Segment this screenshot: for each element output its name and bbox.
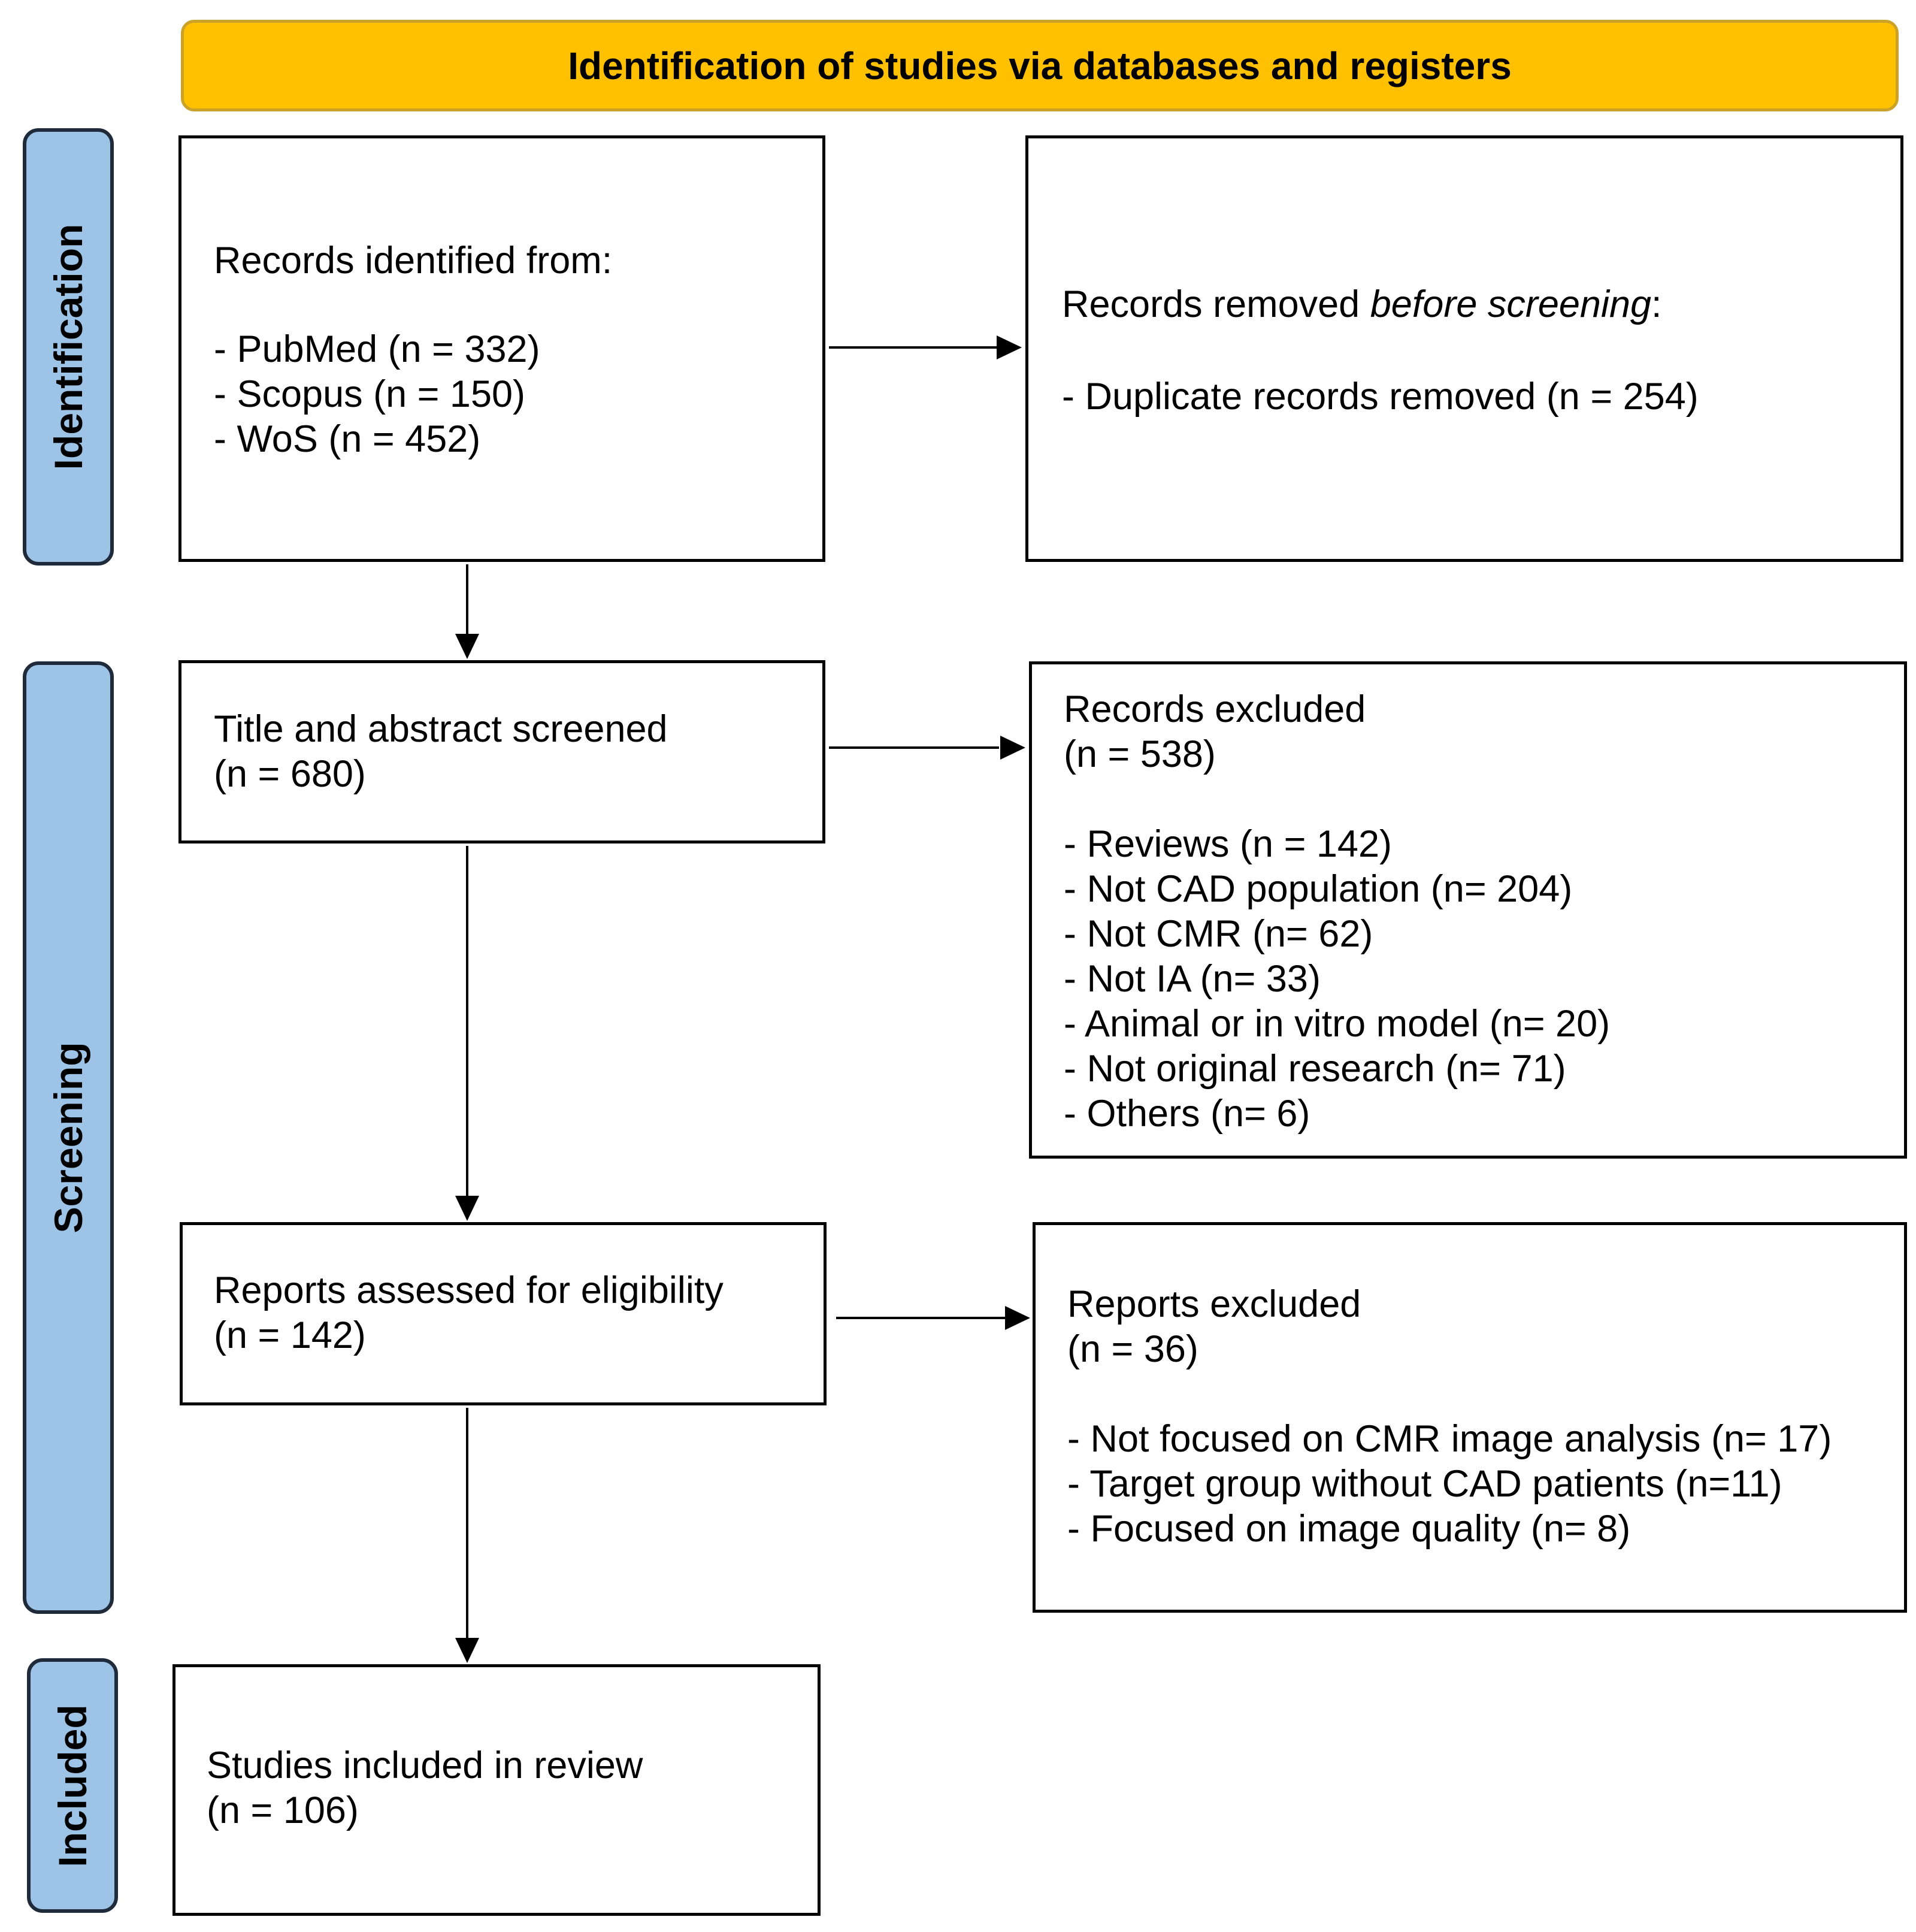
included-label: Studies included in review	[207, 1744, 643, 1786]
phase-identification: Identification	[23, 128, 114, 566]
screened-count: (n = 680)	[214, 753, 366, 795]
records-identified-box	[178, 135, 825, 562]
records-identified-item: - PubMed (n = 332)	[214, 328, 540, 370]
records-excluded-item: - Animal or in vitro model (n= 20)	[1064, 1003, 1611, 1045]
reports-excluded-count: (n = 36)	[1067, 1328, 1198, 1370]
arrowhead-down	[455, 1638, 479, 1663]
records-excluded-item: - Others (n= 6)	[1064, 1093, 1310, 1135]
phase-included: Included	[27, 1658, 118, 1913]
included-box	[172, 1664, 821, 1916]
records-excluded-item: - Not CAD population (n= 204)	[1064, 868, 1573, 910]
records-excluded-item: - Not IA (n= 33)	[1064, 958, 1321, 1000]
screened-box	[178, 660, 825, 843]
records-identified-heading: Records identified from:	[214, 240, 613, 282]
records-excluded-label: Records excluded	[1064, 688, 1366, 730]
header-title: Identification of studies via databases …	[568, 44, 1512, 87]
eligibility-box	[180, 1222, 827, 1405]
arrowhead-right	[1005, 1306, 1030, 1330]
arrowhead-down	[455, 634, 479, 659]
records-identified-item: - WoS (n = 452)	[214, 418, 481, 460]
records-removed-heading-italic: before screening	[1370, 283, 1652, 325]
arrowhead-right	[1000, 736, 1025, 760]
reports-excluded-label: Reports excluded	[1067, 1283, 1361, 1325]
records-removed-box	[1025, 135, 1903, 562]
records-removed-heading-prefix: Records removed	[1062, 283, 1370, 325]
eligibility-label: Reports assessed for eligibility	[214, 1269, 724, 1311]
reports-excluded-item: - Not focused on CMR image analysis (n= …	[1067, 1418, 1832, 1460]
screened-label: Title and abstract screened	[214, 708, 668, 750]
eligibility-count: (n = 142)	[214, 1314, 366, 1356]
records-excluded-item: - Reviews (n = 142)	[1064, 823, 1392, 865]
phase-screening: Screening	[23, 661, 114, 1614]
records-excluded-item: - Not original research (n= 71)	[1064, 1048, 1566, 1090]
arrowhead-right	[997, 335, 1022, 359]
reports-excluded-box	[1033, 1222, 1907, 1613]
records-removed-item: - Duplicate records removed (n = 254)	[1062, 376, 1699, 418]
records-removed-heading: Records removed before screening:	[1062, 282, 1662, 327]
records-identified-item: - Scopus (n = 150)	[214, 373, 526, 415]
reports-excluded-item: - Target group without CAD patients (n=1…	[1067, 1463, 1782, 1505]
records-excluded-count: (n = 538)	[1064, 733, 1216, 775]
records-excluded-item: - Not CMR (n= 62)	[1064, 913, 1373, 955]
reports-excluded-item: - Focused on image quality (n= 8)	[1067, 1508, 1631, 1550]
included-count: (n = 106)	[207, 1789, 359, 1831]
header-banner: Identification of studies via databases …	[181, 20, 1899, 111]
arrowhead-down	[455, 1196, 479, 1221]
records-removed-heading-suffix: :	[1651, 283, 1662, 325]
records-excluded-box	[1029, 661, 1907, 1159]
